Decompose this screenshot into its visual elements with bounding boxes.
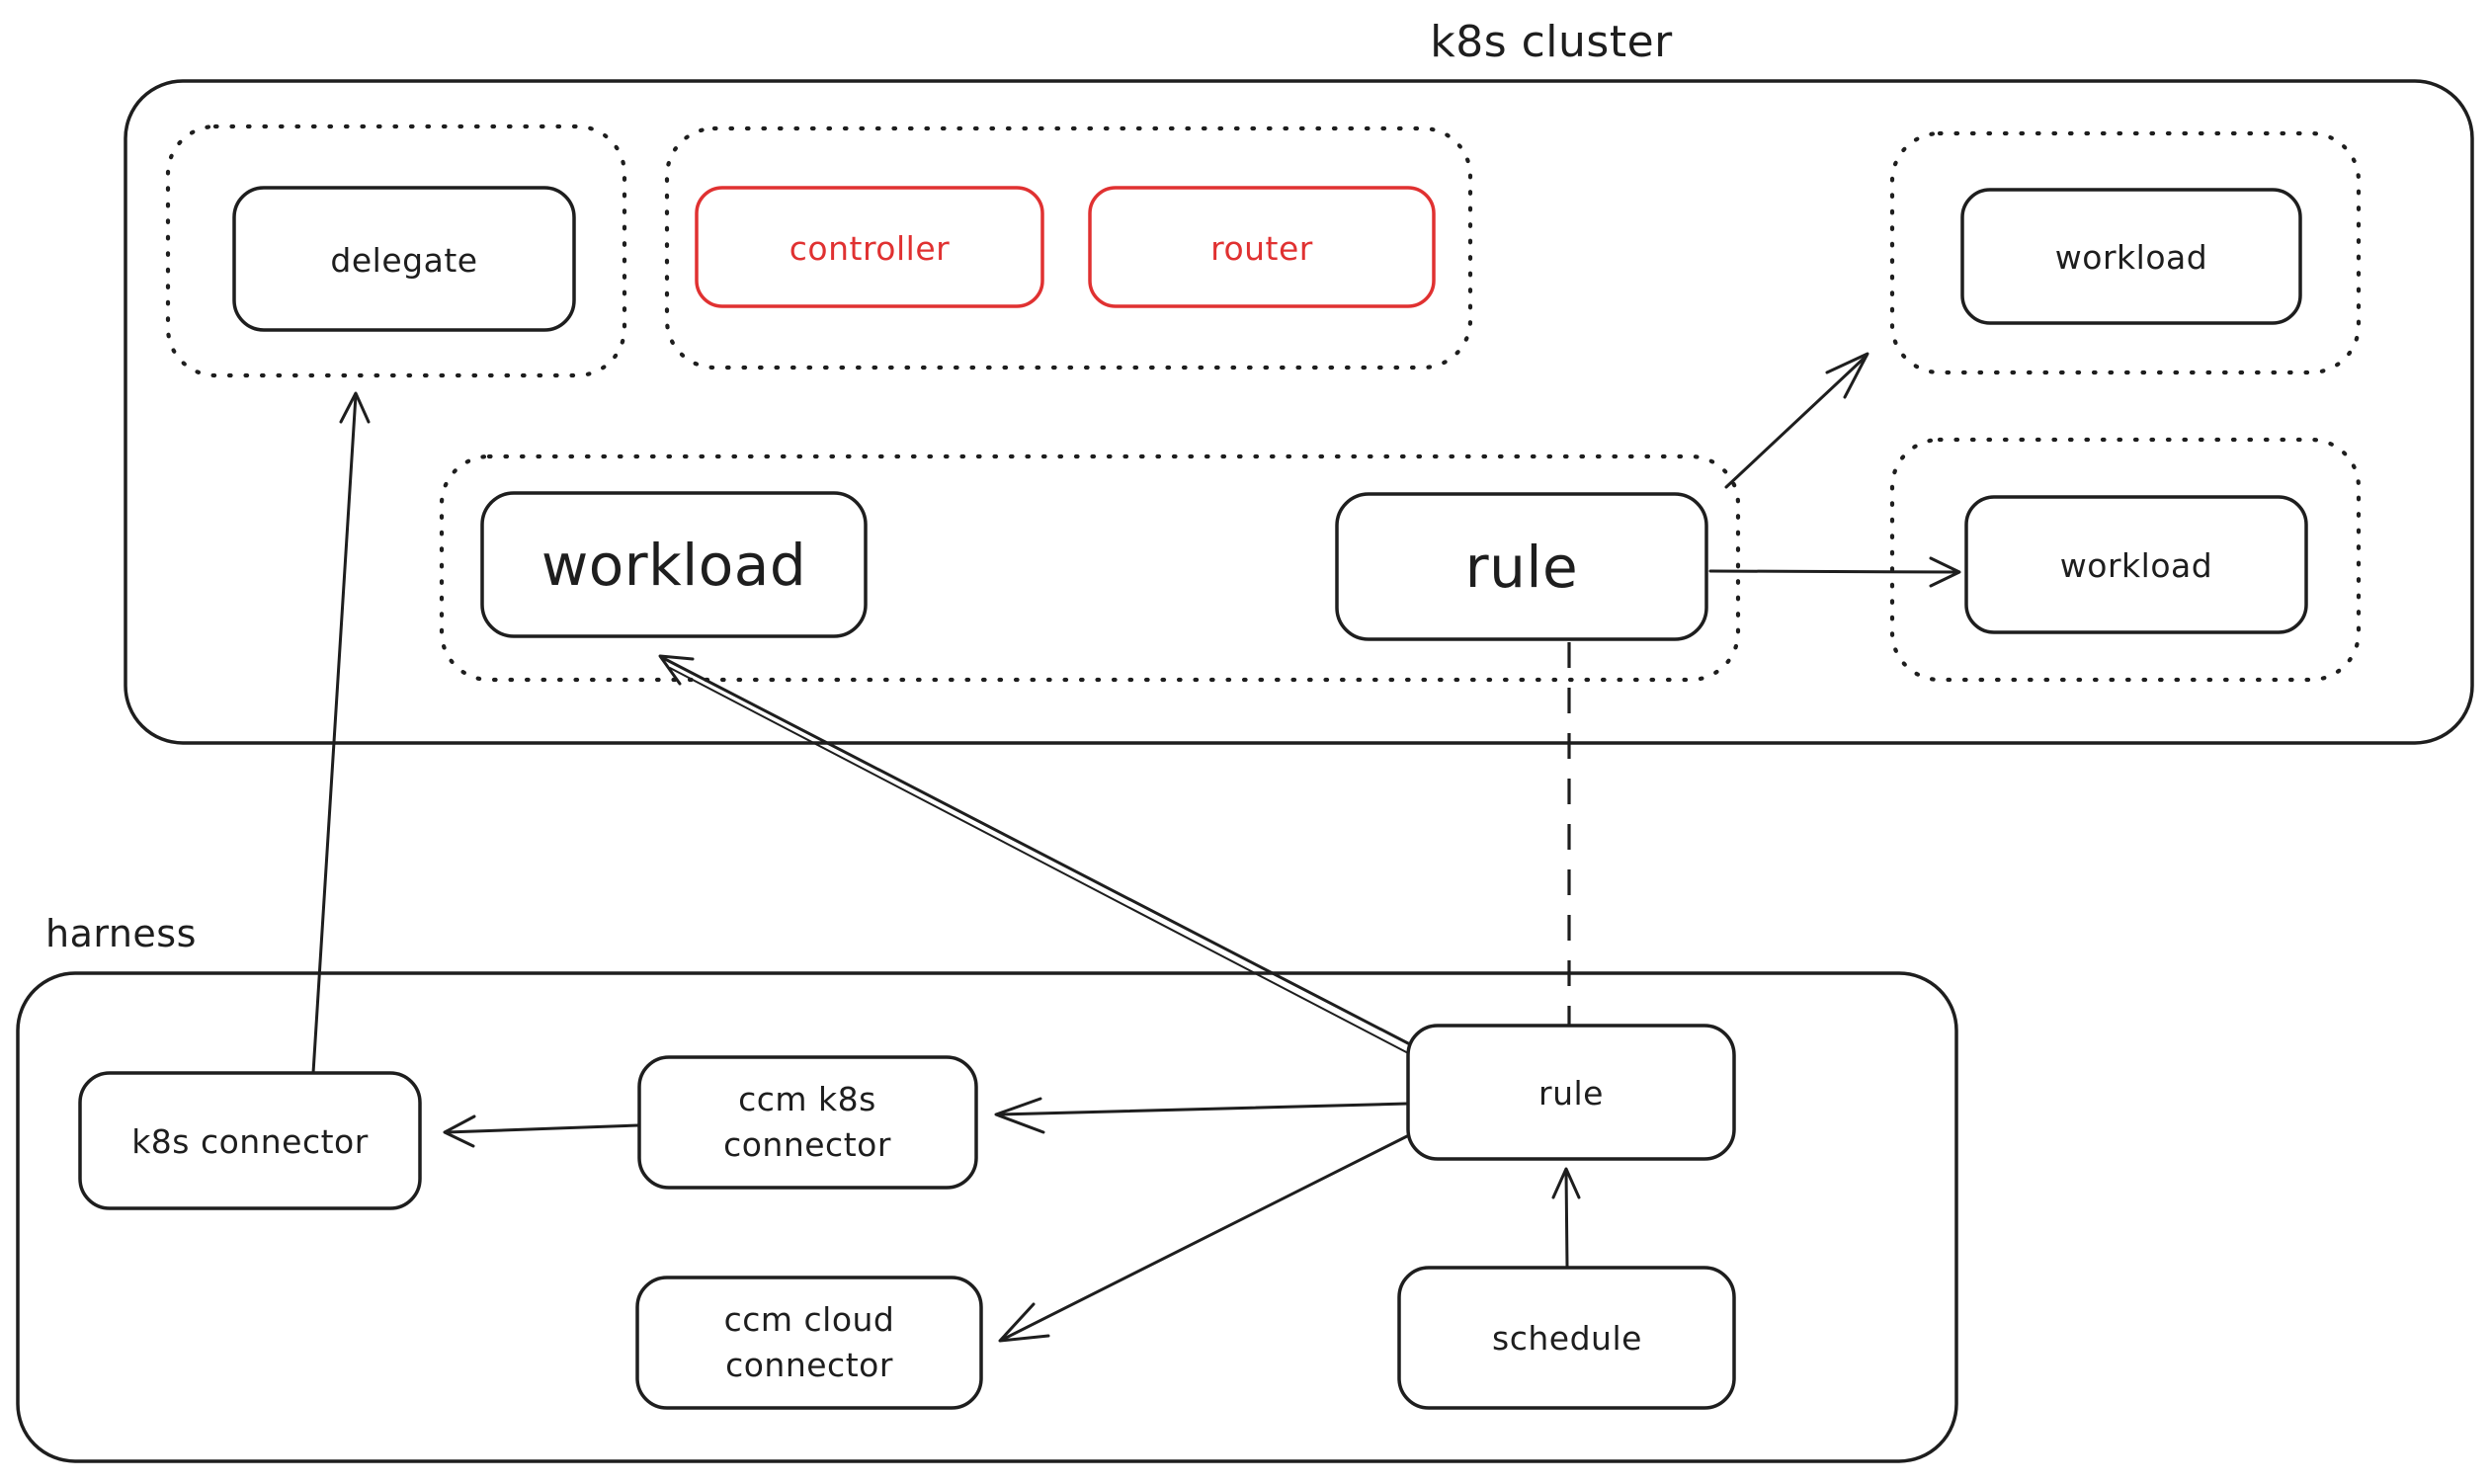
edge-rule-to-workload-line1 xyxy=(661,656,1412,1046)
label-ccm-k8s-connector-line1: ccm k8s xyxy=(738,1080,876,1118)
label-workload-main: workload xyxy=(541,532,806,599)
node-workload-main xyxy=(480,491,868,638)
k8s-cluster-boundary xyxy=(124,79,2474,745)
arrowhead-k8s-connector-to-delegate xyxy=(339,391,371,424)
node-rule-cluster xyxy=(1335,492,1708,641)
harness-boundary xyxy=(16,971,1958,1463)
arrowhead-schedule-to-rule xyxy=(1551,1167,1581,1199)
label-delegate: delegate xyxy=(330,241,477,280)
edge-rule-to-ccm-cloud-connector xyxy=(1002,1134,1409,1341)
arrowhead-rule-to-workload xyxy=(658,654,695,686)
label-ccm-k8s-connector-line2: connector xyxy=(723,1125,891,1164)
arrowhead-rule-to-ccm-cloud-connector xyxy=(998,1302,1050,1343)
node-schedule xyxy=(1397,1266,1736,1410)
node-workload-top-right xyxy=(1960,188,2302,325)
node-controller xyxy=(695,186,1044,308)
node-workload-right xyxy=(1964,495,2308,634)
arrowhead-ccm-k8s-to-k8s-connector xyxy=(443,1114,476,1148)
edge-rule-to-workload-line2 xyxy=(669,667,1415,1057)
label-router: router xyxy=(1210,229,1313,268)
arrowhead-rule-to-workload-top-right xyxy=(1825,352,1869,399)
arrowhead-rule-to-workload-right xyxy=(1929,556,1961,588)
node-delegate xyxy=(232,186,576,332)
k8s-cluster-title: k8s cluster xyxy=(1430,17,1673,67)
label-workload-top-right: workload xyxy=(2055,238,2207,277)
label-ccm-cloud-connector-line2: connector xyxy=(725,1346,893,1384)
edge-rule-to-workload-top-right xyxy=(1724,354,1868,489)
label-rule-harness: rule xyxy=(1538,1074,1604,1113)
label-workload-right: workload xyxy=(2060,546,2212,585)
edge-rule-to-workload-right xyxy=(1708,569,1960,574)
delegate-group-boundary xyxy=(165,124,627,378)
label-ccm-cloud-connector-line1: ccm cloud xyxy=(724,1300,895,1339)
edge-ccm-k8s-to-k8s-connector xyxy=(445,1123,640,1134)
workload-rule-group-boundary xyxy=(439,453,1741,683)
edge-schedule-to-rule xyxy=(1564,1169,1569,1268)
node-ccm-k8s-connector xyxy=(637,1055,978,1190)
node-rule-harness xyxy=(1406,1024,1736,1161)
node-k8s-connector xyxy=(78,1071,422,1210)
node-router xyxy=(1088,186,1436,308)
label-schedule: schedule xyxy=(1492,1319,1642,1358)
label-rule-cluster: rule xyxy=(1465,534,1578,601)
controller-router-group-boundary xyxy=(664,125,1473,371)
harness-title: harness xyxy=(45,912,197,955)
workload-right-group-boundary xyxy=(1889,437,2362,683)
edge-rule-to-ccm-k8s-connector xyxy=(996,1102,1409,1116)
node-ccm-cloud-connector xyxy=(635,1276,983,1410)
workload-top-right-group-boundary xyxy=(1889,130,2362,375)
label-k8s-connector: k8s connector xyxy=(131,1122,369,1161)
arrowhead-rule-to-ccm-k8s-connector xyxy=(994,1097,1045,1134)
label-controller: controller xyxy=(789,229,950,268)
edge-k8s-connector-to-delegate xyxy=(311,393,358,1075)
